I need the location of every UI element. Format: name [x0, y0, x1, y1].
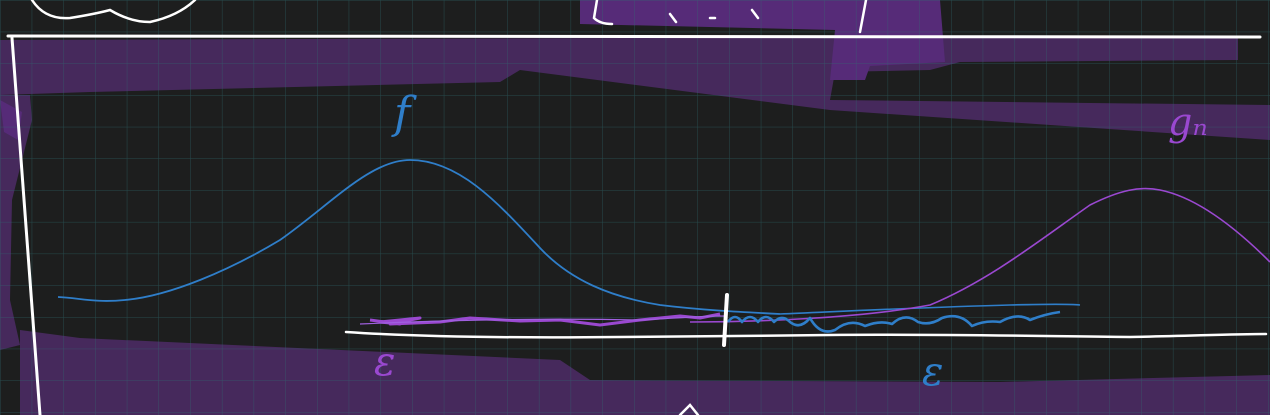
- blue-scribble-wave: [726, 310, 1061, 333]
- label-epsilon-left: ε: [374, 339, 396, 385]
- purple-scribble-thin: [359, 315, 727, 325]
- partial-rectangle-icon: [592, 0, 868, 34]
- label-g-n: gₙ: [1168, 100, 1208, 144]
- bottom-caret-mark: [678, 403, 700, 415]
- curve-f: [57, 159, 781, 315]
- top-border-line: [6, 34, 1262, 39]
- center-tick-mark: [722, 293, 729, 347]
- frame-lines: [6, 34, 1262, 415]
- x-axis-baseline: [344, 330, 1268, 339]
- left-border-line: [10, 36, 42, 415]
- curve-g-n: [689, 187, 1270, 323]
- loop-scribble-icon: [30, 0, 197, 24]
- label-epsilon-right: ε: [922, 349, 944, 395]
- label-f: f: [394, 88, 411, 139]
- curve-f-tail: [779, 303, 1081, 315]
